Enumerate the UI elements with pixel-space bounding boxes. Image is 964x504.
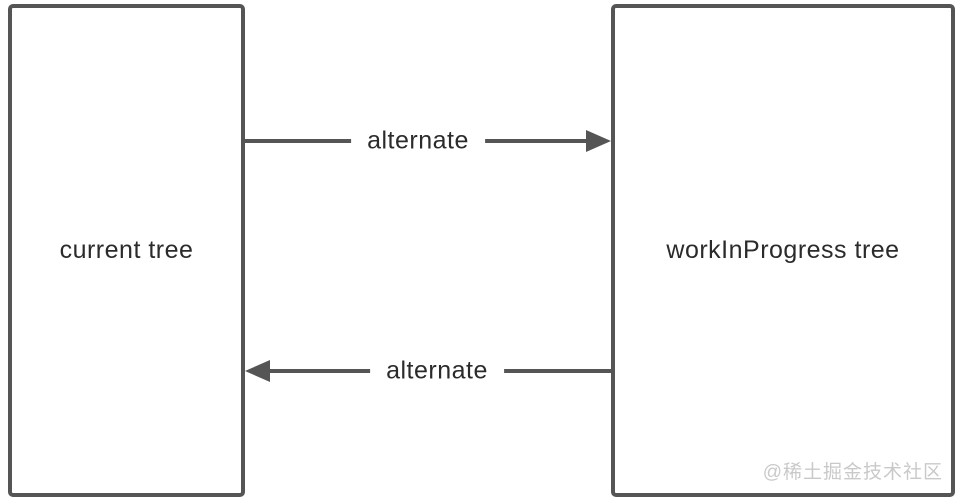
current-tree-box: current tree [8,4,245,497]
current-tree-label: current tree [59,236,194,264]
workinprogress-tree-label: workInProgress tree [666,236,900,264]
watermark-text: @稀土掘金技术社区 [762,462,943,483]
workinprogress-tree-box: workInProgress tree @稀土掘金技术社区 [611,4,955,497]
top-arrow-label: alternate [351,126,485,156]
arrowhead-left-icon [245,360,270,382]
arrowhead-right-icon [586,130,611,152]
bottom-arrow-label: alternate [370,356,504,386]
